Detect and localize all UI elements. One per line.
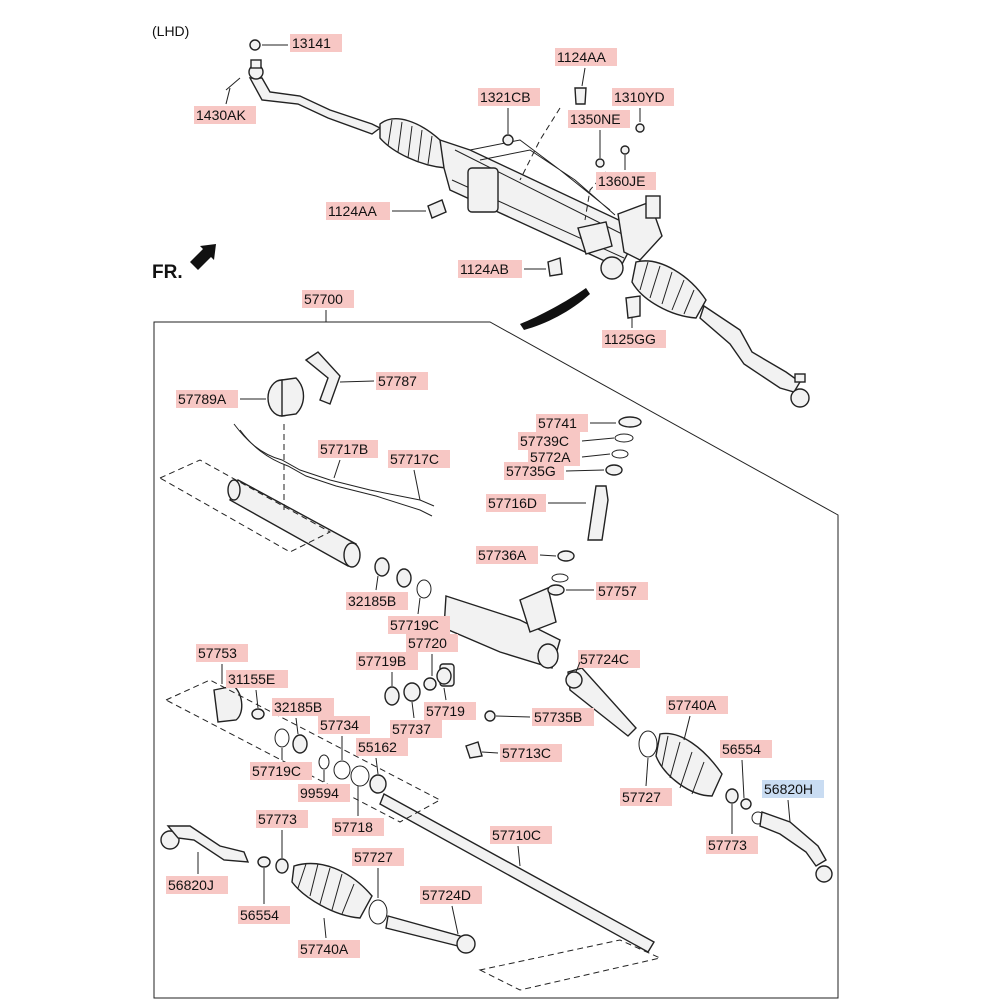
part-label-57736A[interactable]: 57736A [478,547,527,563]
part-label-57713C[interactable]: 57713C [502,745,551,761]
part-label-57717C[interactable]: 57717C [390,451,439,467]
part-label-57741[interactable]: 57741 [538,415,577,431]
part-label-57773-left[interactable]: 57773 [258,811,297,827]
part-label-57700[interactable]: 57700 [304,291,343,307]
part-label-1430AK[interactable]: 1430AK [196,107,246,123]
part-label-1310YD[interactable]: 1310YD [614,89,665,105]
part-label-13141[interactable]: 13141 [292,35,331,51]
part-label-56820J[interactable]: 56820J [168,877,214,893]
part-label-57724C[interactable]: 57724C [580,651,629,667]
callouts: 13141 1430AK 1124AA 1321CB 1310YD 1350NE… [166,34,824,958]
part-label-57739C[interactable]: 57739C [520,433,569,449]
part-label-57718[interactable]: 57718 [334,819,373,835]
part-label-1124AA-top[interactable]: 1124AA [557,49,606,65]
part-label-57757[interactable]: 57757 [598,583,637,599]
part-label-56820H[interactable]: 56820H [764,781,813,797]
part-label-31155E[interactable]: 31155E [228,671,275,687]
part-label-57735B[interactable]: 57735B [534,709,582,725]
part-label-57735G[interactable]: 57735G [506,463,556,479]
variant-label: (LHD) [152,23,189,39]
part-label-57727-right[interactable]: 57727 [622,789,661,805]
part-label-56554-left[interactable]: 56554 [240,907,279,923]
part-label-56554-right[interactable]: 56554 [722,741,761,757]
part-label-57740A-right[interactable]: 57740A [668,697,717,713]
part-label-57719[interactable]: 57719 [426,703,465,719]
part-label-57753[interactable]: 57753 [198,645,237,661]
part-label-1350NE[interactable]: 1350NE [570,111,621,127]
part-label-99594[interactable]: 99594 [300,785,339,801]
part-label-1125GG[interactable]: 1125GG [604,331,656,347]
part-label-57787[interactable]: 57787 [378,373,417,389]
part-label-57717B[interactable]: 57717B [320,441,368,457]
part-label-1321CB[interactable]: 1321CB [480,89,531,105]
part-label-1360JE[interactable]: 1360JE [598,173,645,189]
front-arrow-icon [190,244,216,270]
exploded-parts-drawing [158,351,833,991]
part-label-57724D[interactable]: 57724D [422,887,471,903]
part-label-57710C[interactable]: 57710C [492,827,541,843]
part-label-5772A[interactable]: 5772A [530,449,571,465]
part-label-55162[interactable]: 55162 [358,739,397,755]
steering-gear-assembly-drawing [225,39,810,408]
part-label-57719C-a[interactable]: 57719C [390,617,439,633]
front-direction-label: FR. [152,262,183,283]
part-label-57734[interactable]: 57734 [320,717,359,733]
part-label-57719C-b[interactable]: 57719C [252,763,301,779]
exploded-view-frame [153,321,839,999]
part-label-57740A-left[interactable]: 57740A [300,941,349,957]
part-label-1124AB[interactable]: 1124AB [460,261,509,277]
part-label-57719B[interactable]: 57719B [358,653,406,669]
part-label-57716D[interactable]: 57716D [488,495,537,511]
part-label-32185B-b[interactable]: 32185B [274,699,322,715]
part-label-57720[interactable]: 57720 [408,635,447,651]
part-label-1124AA-left[interactable]: 1124AA [328,203,377,219]
part-label-57727-left[interactable]: 57727 [354,849,393,865]
part-label-32185B-a[interactable]: 32185B [348,593,396,609]
part-label-57773-right[interactable]: 57773 [708,837,747,853]
part-label-57789A[interactable]: 57789A [178,391,227,407]
part-label-57737[interactable]: 57737 [392,721,431,737]
